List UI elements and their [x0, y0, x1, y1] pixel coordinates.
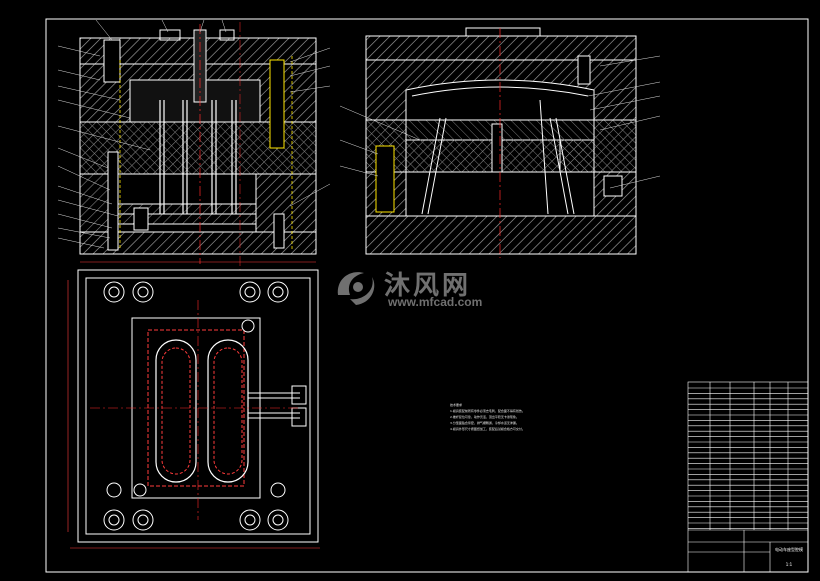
- technical-requirement-line: 1.模具装配前所有零件必须去毛刺，配合面不得有划伤。: [450, 409, 525, 413]
- title-block-scale: 1:1: [786, 562, 793, 567]
- technical-requirement-line: 2.推杆复位可靠，动作灵活，顶出平稳无卡滞现象。: [450, 415, 519, 419]
- right-section-view: [339, 27, 661, 258]
- technical-requirement-line: 3.分型面贴合紧密，排气槽畅通，冷却水道无渗漏。: [450, 421, 519, 425]
- technical-requirement-line: 4.模具外形尺寸按图纸加工，装配后试模合格方可交付。: [450, 427, 525, 431]
- sheet-border: [45, 18, 809, 573]
- technical-requirements-title: 技术要求: [450, 403, 463, 407]
- title-block-drawing-title: 电动车座型腔模: [775, 546, 803, 552]
- title-block: [687, 381, 809, 573]
- plan-view: [67, 269, 320, 549]
- technical-requirements: 技术要求 1.模具装配前所有零件必须去毛刺，配合面不得有划伤。 2.推杆复位可靠…: [450, 402, 568, 432]
- left-section-view: [57, 19, 331, 270]
